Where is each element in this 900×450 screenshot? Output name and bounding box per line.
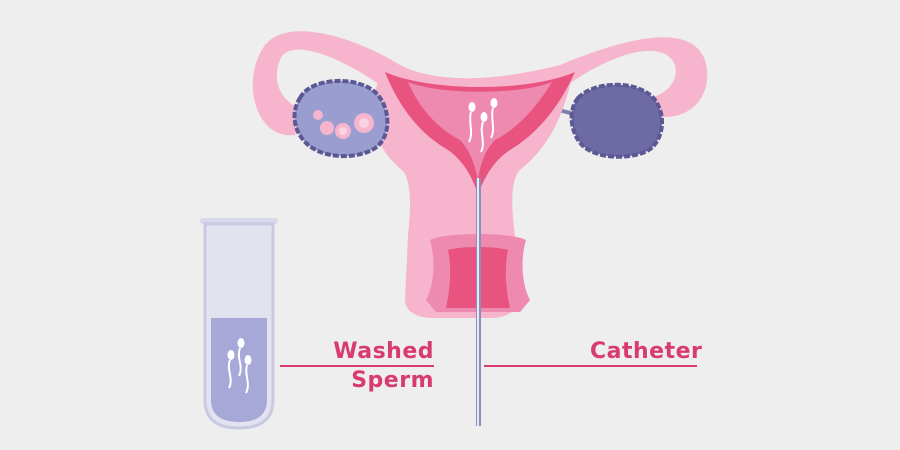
right-ovary-icon	[569, 82, 664, 159]
sperm-heads	[468, 98, 498, 122]
left-ovary-icon	[292, 79, 390, 159]
sperm-in-uterus-icon	[468, 107, 495, 153]
follicles	[313, 110, 374, 139]
test-tube-icon	[200, 218, 278, 430]
washed-label: Washed	[333, 339, 434, 364]
catheter-label: Catheter	[590, 339, 703, 364]
uterine-cavity-inner	[408, 82, 552, 180]
sperm-label: Sperm	[351, 368, 434, 393]
sperm-in-tube-icon	[227, 347, 249, 394]
